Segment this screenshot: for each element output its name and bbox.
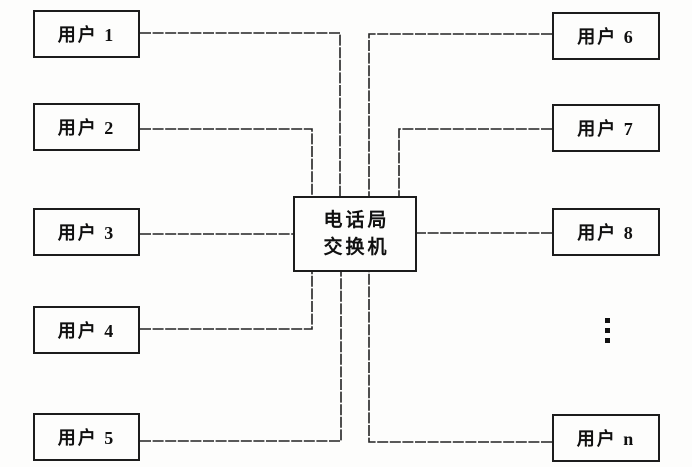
connector-user-4 [140, 271, 313, 330]
user-box-4: 用户 4 [33, 306, 140, 354]
user-label-7: 用户 7 [577, 119, 635, 139]
user-box-8: 用户 8 [552, 208, 660, 256]
user-box-n: 用户 n [552, 414, 660, 462]
user-label-2: 用户 2 [57, 118, 116, 138]
connector-user-2 [140, 128, 313, 196]
user-label-n: 用户 n [576, 429, 636, 449]
user-box-6: 用户 6 [552, 12, 660, 60]
user-box-2: 用户 2 [33, 103, 140, 151]
connector-user-7 [398, 128, 552, 196]
connector-user-n [368, 271, 552, 443]
user-box-7: 用户 7 [552, 104, 660, 152]
exchange-label-line2: 交换机 [323, 236, 390, 258]
user-label-8: 用户 8 [577, 223, 635, 243]
user-label-1: 用户 1 [57, 25, 116, 45]
user-box-1: 用户 1 [33, 10, 140, 58]
exchange-label-line1: 电话局 [323, 209, 390, 231]
connector-user-5 [140, 271, 342, 442]
user-label-3: 用户 3 [57, 223, 116, 243]
user-label-4: 用户 4 [57, 321, 116, 341]
user-label-6: 用户 6 [577, 27, 635, 47]
connector-user-1 [140, 32, 341, 196]
user-label-5: 用户 5 [57, 428, 116, 448]
user-box-3: 用户 3 [33, 208, 140, 256]
exchange-box: 电话局 交换机 [293, 196, 417, 272]
connector-user-6 [368, 33, 552, 196]
vertical-ellipsis-icon [605, 318, 610, 343]
user-box-5: 用户 5 [33, 413, 140, 461]
